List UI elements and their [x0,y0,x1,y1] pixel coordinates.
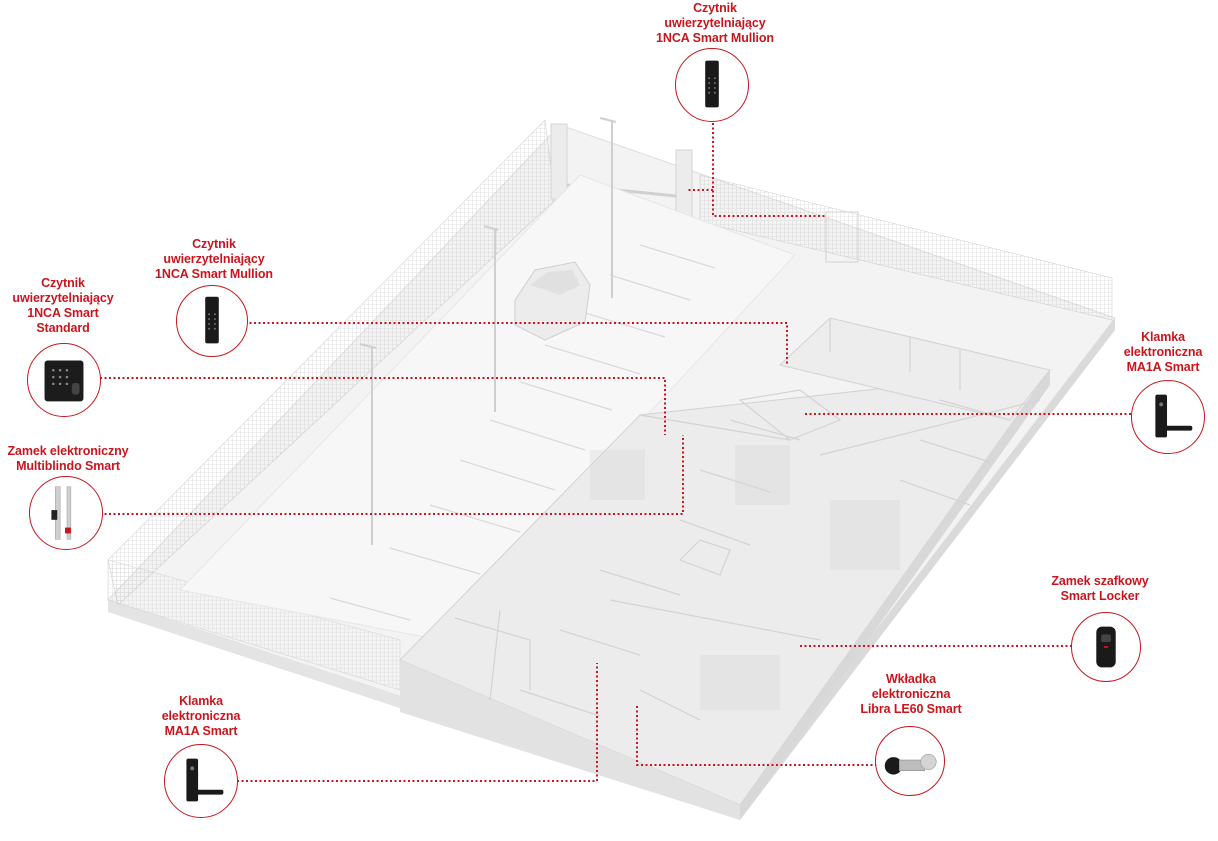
locker-lock-icon [1096,626,1116,668]
multipoint-lock-icon [51,486,72,540]
label-line: elektroniczna [161,709,241,723]
label-line: MA1A Smart [1126,360,1200,374]
label-line: 1NCA Smart Mullion [155,267,273,281]
label-line: Zamek szafkowy [1051,574,1149,588]
label-reader-standard: Czytnik uwierzytelniający 1NCA Smart Sta… [0,276,126,336]
label-line: Zamek elektroniczny [7,444,129,458]
electronic-door-handle-icon [1155,394,1193,438]
label-line: uwierzytelniający [12,291,114,305]
parked-car [514,261,591,341]
parking-lines [329,244,716,621]
label-cylinder-libra: Wkładka elektroniczna Libra LE60 Smart [846,672,976,717]
connector-reader-mullion-top [688,123,826,217]
label-line: Klamka [179,694,223,708]
label-locker-smart: Zamek szafkowy Smart Locker [1036,574,1164,604]
label-line: elektroniczna [871,687,951,701]
label-reader-mullion-left: Czytnik uwierzytelniający 1NCA Smart Mul… [149,237,279,282]
label-reader-mullion-top: Czytnik uwierzytelniający 1NCA Smart Mul… [650,1,780,46]
badge-handle-ma1a-bottom[interactable] [164,744,238,818]
badge-handle-ma1a-right[interactable] [1131,380,1205,454]
label-line: 1NCA Smart Mullion [656,31,774,45]
label-line: Smart Locker [1060,589,1140,603]
connector-handle-ma1a-bottom [237,663,598,782]
label-line: Multiblindo Smart [16,459,120,473]
label-line: Standard [36,321,90,335]
label-line: uwierzytelniający [163,252,265,266]
label-line: Wkładka [885,672,936,686]
label-line: elektroniczna [1123,345,1203,359]
badge-reader-mullion-left[interactable] [176,285,248,357]
connector-lines [100,123,1132,782]
slab-edge-right [740,318,1115,820]
label-line: uwierzytelniający [664,16,766,30]
label-line: 1NCA Smart [27,306,99,320]
light-poles [359,117,617,545]
keypad-reader-slim-icon [205,296,219,344]
gate-post-left [550,123,568,200]
connector-reader-mullion-left [245,322,788,365]
electronic-door-handle-icon [186,758,224,802]
badge-locker-smart[interactable] [1071,612,1141,682]
label-line: Libra LE60 Smart [860,702,962,716]
badge-reader-standard[interactable] [27,343,101,417]
label-line: Czytnik [41,276,85,290]
connector-cylinder-libra [636,706,876,766]
label-line: Czytnik [192,237,236,251]
fence-top [699,174,1113,321]
keypad-reader-slim-icon [705,60,719,108]
badge-reader-mullion-top[interactable] [675,48,749,122]
parking-lot [179,174,796,641]
fence-bottom [107,559,401,691]
building [399,317,1052,820]
label-line: MA1A Smart [164,724,238,738]
fingerprint-keypad-reader-icon [44,360,84,402]
badge-cylinder-libra[interactable] [875,726,945,796]
badge-lock-multiblindo[interactable] [29,476,103,550]
connector-reader-standard [100,377,666,435]
label-line: Czytnik [693,1,737,15]
label-lock-multiblindo: Zamek elektroniczny Multiblindo Smart [0,444,136,474]
label-handle-ma1a-right: Klamka elektroniczna MA1A Smart [1108,330,1218,375]
label-line: Klamka [1141,330,1185,344]
pedestrian-gate [825,211,859,263]
electronic-cylinder-icon [884,753,937,775]
label-handle-ma1a-bottom: Klamka elektroniczna MA1A Smart [146,694,256,739]
connector-lock-multiblindo [100,435,684,515]
